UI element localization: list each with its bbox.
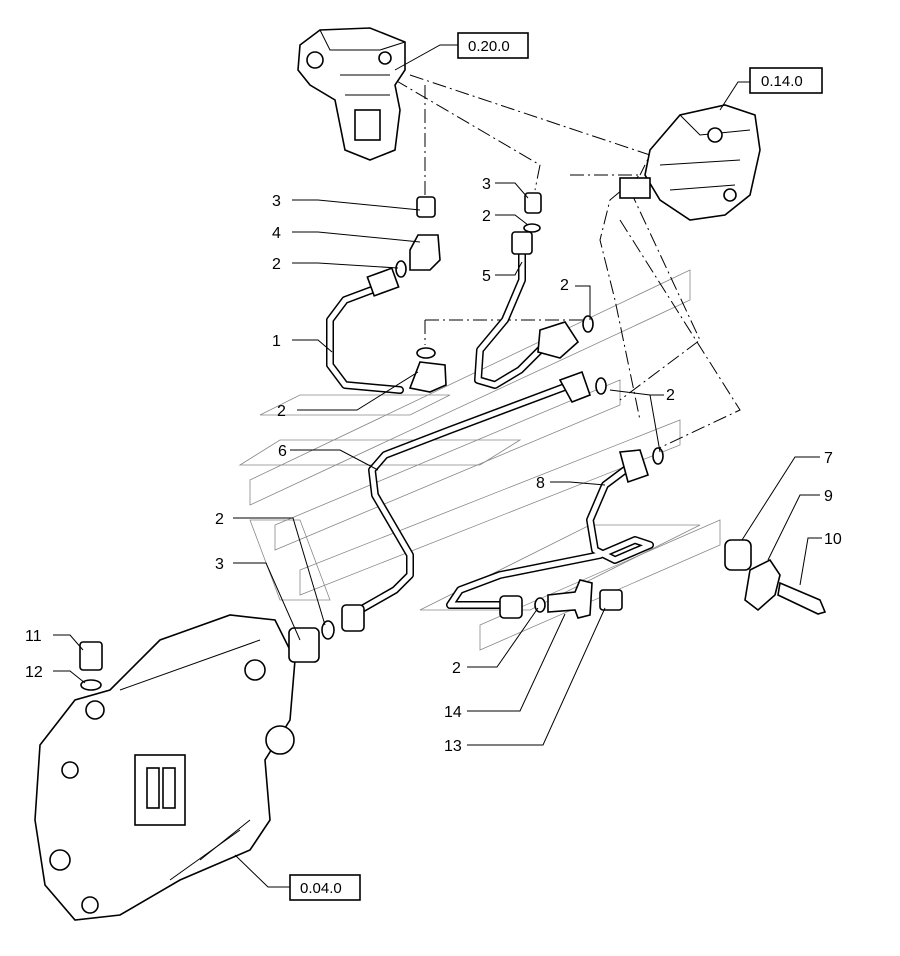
seal-12 (80, 679, 102, 691)
valve-block-0-14-0 (619, 104, 761, 221)
callout-1: 1 (272, 333, 281, 350)
elbow-4 (409, 234, 441, 271)
leader-ref-0-04-0 (234, 854, 290, 888)
leader-ref-0-20-0 (394, 44, 458, 71)
transmission-housing-0-04-0 (34, 614, 296, 921)
seal-2-valve (582, 315, 594, 333)
callout-9: 9 (824, 488, 833, 505)
adapter-3-lower (288, 627, 320, 663)
callout-2: 2 (666, 387, 675, 404)
callout-3: 3 (272, 193, 281, 210)
callout-2: 2 (560, 277, 569, 294)
banjo-pipe-8 (618, 449, 649, 484)
ref-box-0-20-0 (457, 32, 529, 59)
fitting-13 (599, 589, 623, 611)
callout-7: 7 (824, 450, 833, 467)
pipe-6 (356, 381, 574, 614)
fittings (79, 192, 827, 691)
seal-2-pipe-6 (595, 377, 607, 395)
callout-8: 8 (536, 475, 545, 492)
pipe-5 (474, 231, 549, 389)
ref-0-20-0: 0.20.0 (468, 38, 510, 55)
valve-connector (537, 321, 580, 359)
leader-ref-0-14-0 (719, 81, 750, 111)
callout-2: 2 (452, 660, 461, 677)
union-pipe-8 (499, 595, 523, 619)
pipe-1 (326, 267, 404, 394)
seal-2-upper-right (523, 223, 541, 233)
reference-boxes: 0.20.0 0.14.0 0.04.0 (234, 32, 823, 901)
clamp-9 (744, 558, 781, 612)
callout-3: 3 (215, 556, 224, 573)
plug-11 (79, 641, 103, 671)
banjo-lower-left (408, 361, 447, 393)
callout-5: 5 (482, 268, 491, 285)
callout-3: 3 (482, 176, 491, 193)
callout-12: 12 (25, 664, 43, 681)
ref-box-0-14-0 (749, 67, 823, 94)
union-pipe-6 (341, 604, 365, 632)
callout-10: 10 (824, 531, 842, 548)
callout-11: 11 (25, 628, 42, 645)
fitting-3-upper-left (416, 196, 436, 218)
seal-2-pipe-8 (652, 447, 664, 465)
bolt-10 (777, 581, 827, 615)
seal-2-left (395, 260, 407, 278)
perspective-planes (238, 269, 721, 651)
callout-14: 14 (444, 704, 462, 721)
fitting-3-upper-right (524, 192, 542, 214)
ref-box-0-04-0 (289, 874, 361, 901)
callout-2: 2 (215, 511, 224, 528)
callout-4: 4 (272, 225, 281, 242)
assembly-lines (394, 74, 741, 451)
ref-0-04-0: 0.04.0 (300, 880, 342, 897)
callout-13: 13 (444, 738, 462, 755)
tee-14 (547, 579, 593, 619)
bushing-7 (724, 539, 752, 571)
callout-2: 2 (272, 256, 281, 273)
banjo-pipe-6 (558, 370, 592, 404)
pipe-8 (446, 466, 654, 609)
callout-6: 6 (278, 443, 287, 460)
upper-housing-0-20-0 (297, 27, 406, 161)
ref-0-14-0: 0.14.0 (761, 73, 803, 90)
seal-2-union (321, 620, 335, 640)
leader-lines (53, 182, 822, 746)
callout-labels: 3 4 2 1 2 3 2 5 2 2 6 8 7 9 10 2 3 11 12… (25, 176, 842, 755)
callout-2: 2 (482, 208, 491, 225)
seal-2-lower-left (416, 347, 436, 359)
callout-2: 2 (277, 403, 286, 420)
